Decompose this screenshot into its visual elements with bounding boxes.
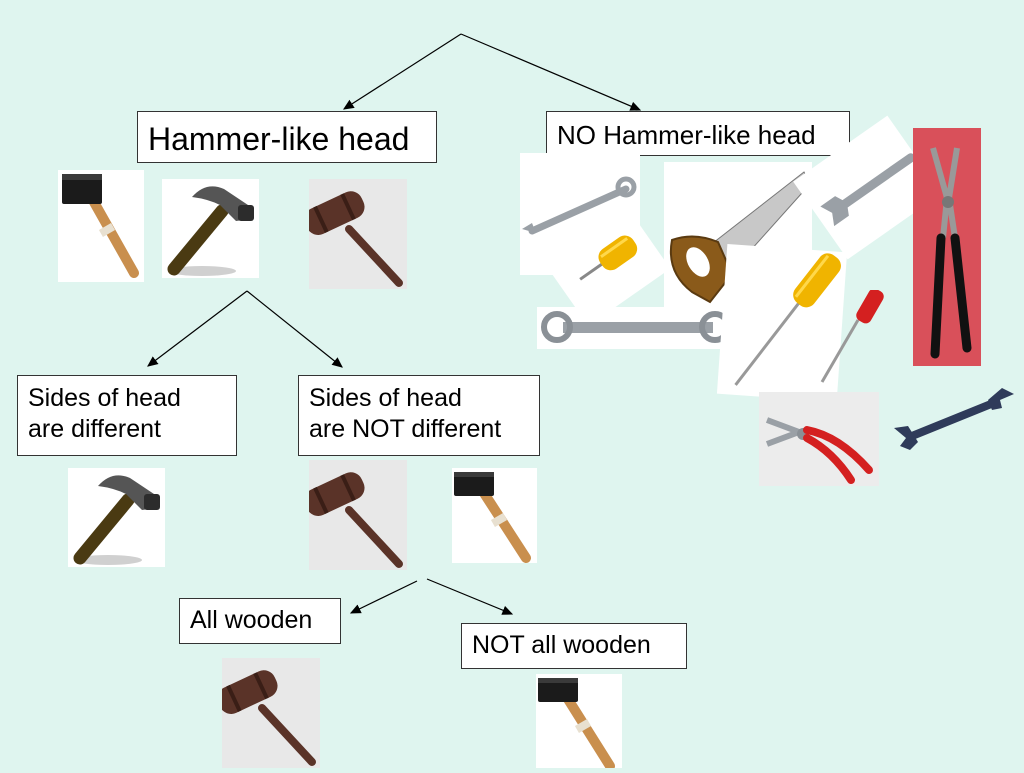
combination-wrench-icon [522, 176, 637, 235]
label-no-hammer-like-head: NO Hammer-like head [546, 111, 850, 156]
claw-hammer-tile [162, 179, 259, 278]
screwdriver-yellow-large [716, 243, 848, 403]
label-all-wooden: All wooden [179, 598, 341, 644]
label-sides-not-different-line1: Sides of head [309, 384, 462, 412]
mallet-icon [62, 174, 139, 278]
arrow-same-right [426, 578, 514, 615]
label-sides-different: Sides of head are different [17, 375, 237, 456]
gavel-tile-2 [304, 460, 407, 570]
mallet-icon [538, 678, 615, 771]
mallet-tile [58, 170, 144, 282]
pliers-tile [913, 128, 981, 366]
label-sides-not-different: Sides of head are NOT different [298, 375, 540, 456]
gavel-icon [304, 191, 403, 287]
open-end-wrench-icon [894, 388, 1014, 450]
gavel-icon [304, 472, 403, 568]
arrow-hammer-left [147, 290, 248, 367]
label-sides-different-line2: are different [28, 415, 161, 444]
claw-hammer-icon [73, 475, 160, 565]
screwdriver-yellow-small [539, 199, 671, 326]
label-sides-different-line1: Sides of head [28, 384, 181, 412]
label-sides-not-different-line2: are NOT different [309, 415, 502, 444]
arrow-hammer-right [246, 290, 343, 368]
mallet-tile-2 [452, 468, 537, 563]
gavel-tile-3 [217, 658, 320, 768]
gavel-tile [304, 179, 407, 289]
slip-joint-pliers-tile [759, 392, 879, 486]
screwdriver-icon [734, 253, 841, 386]
screwdriver-red [820, 290, 884, 383]
box-wrench-icon [541, 311, 731, 343]
box-wrench-tile [537, 307, 733, 349]
adjustable-wrench-icon [820, 153, 916, 227]
screwdriver-icon [579, 235, 638, 281]
pliers-icon [930, 147, 972, 359]
arrow-root-right [460, 33, 642, 111]
mallet-icon [454, 472, 531, 563]
label-not-all-wooden: NOT all wooden [461, 623, 687, 669]
arrow-same-left [349, 580, 418, 614]
label-hammer-like-head: Hammer-like head [137, 111, 437, 163]
mallet-tile-3 [536, 674, 622, 771]
slip-joint-pliers-icon [765, 417, 873, 484]
arrow-root-left [342, 33, 462, 110]
claw-hammer-icon [167, 186, 254, 276]
claw-hammer-tile-2 [68, 468, 165, 567]
gavel-icon [217, 670, 316, 766]
adjustable-wrench-tile [793, 115, 942, 260]
